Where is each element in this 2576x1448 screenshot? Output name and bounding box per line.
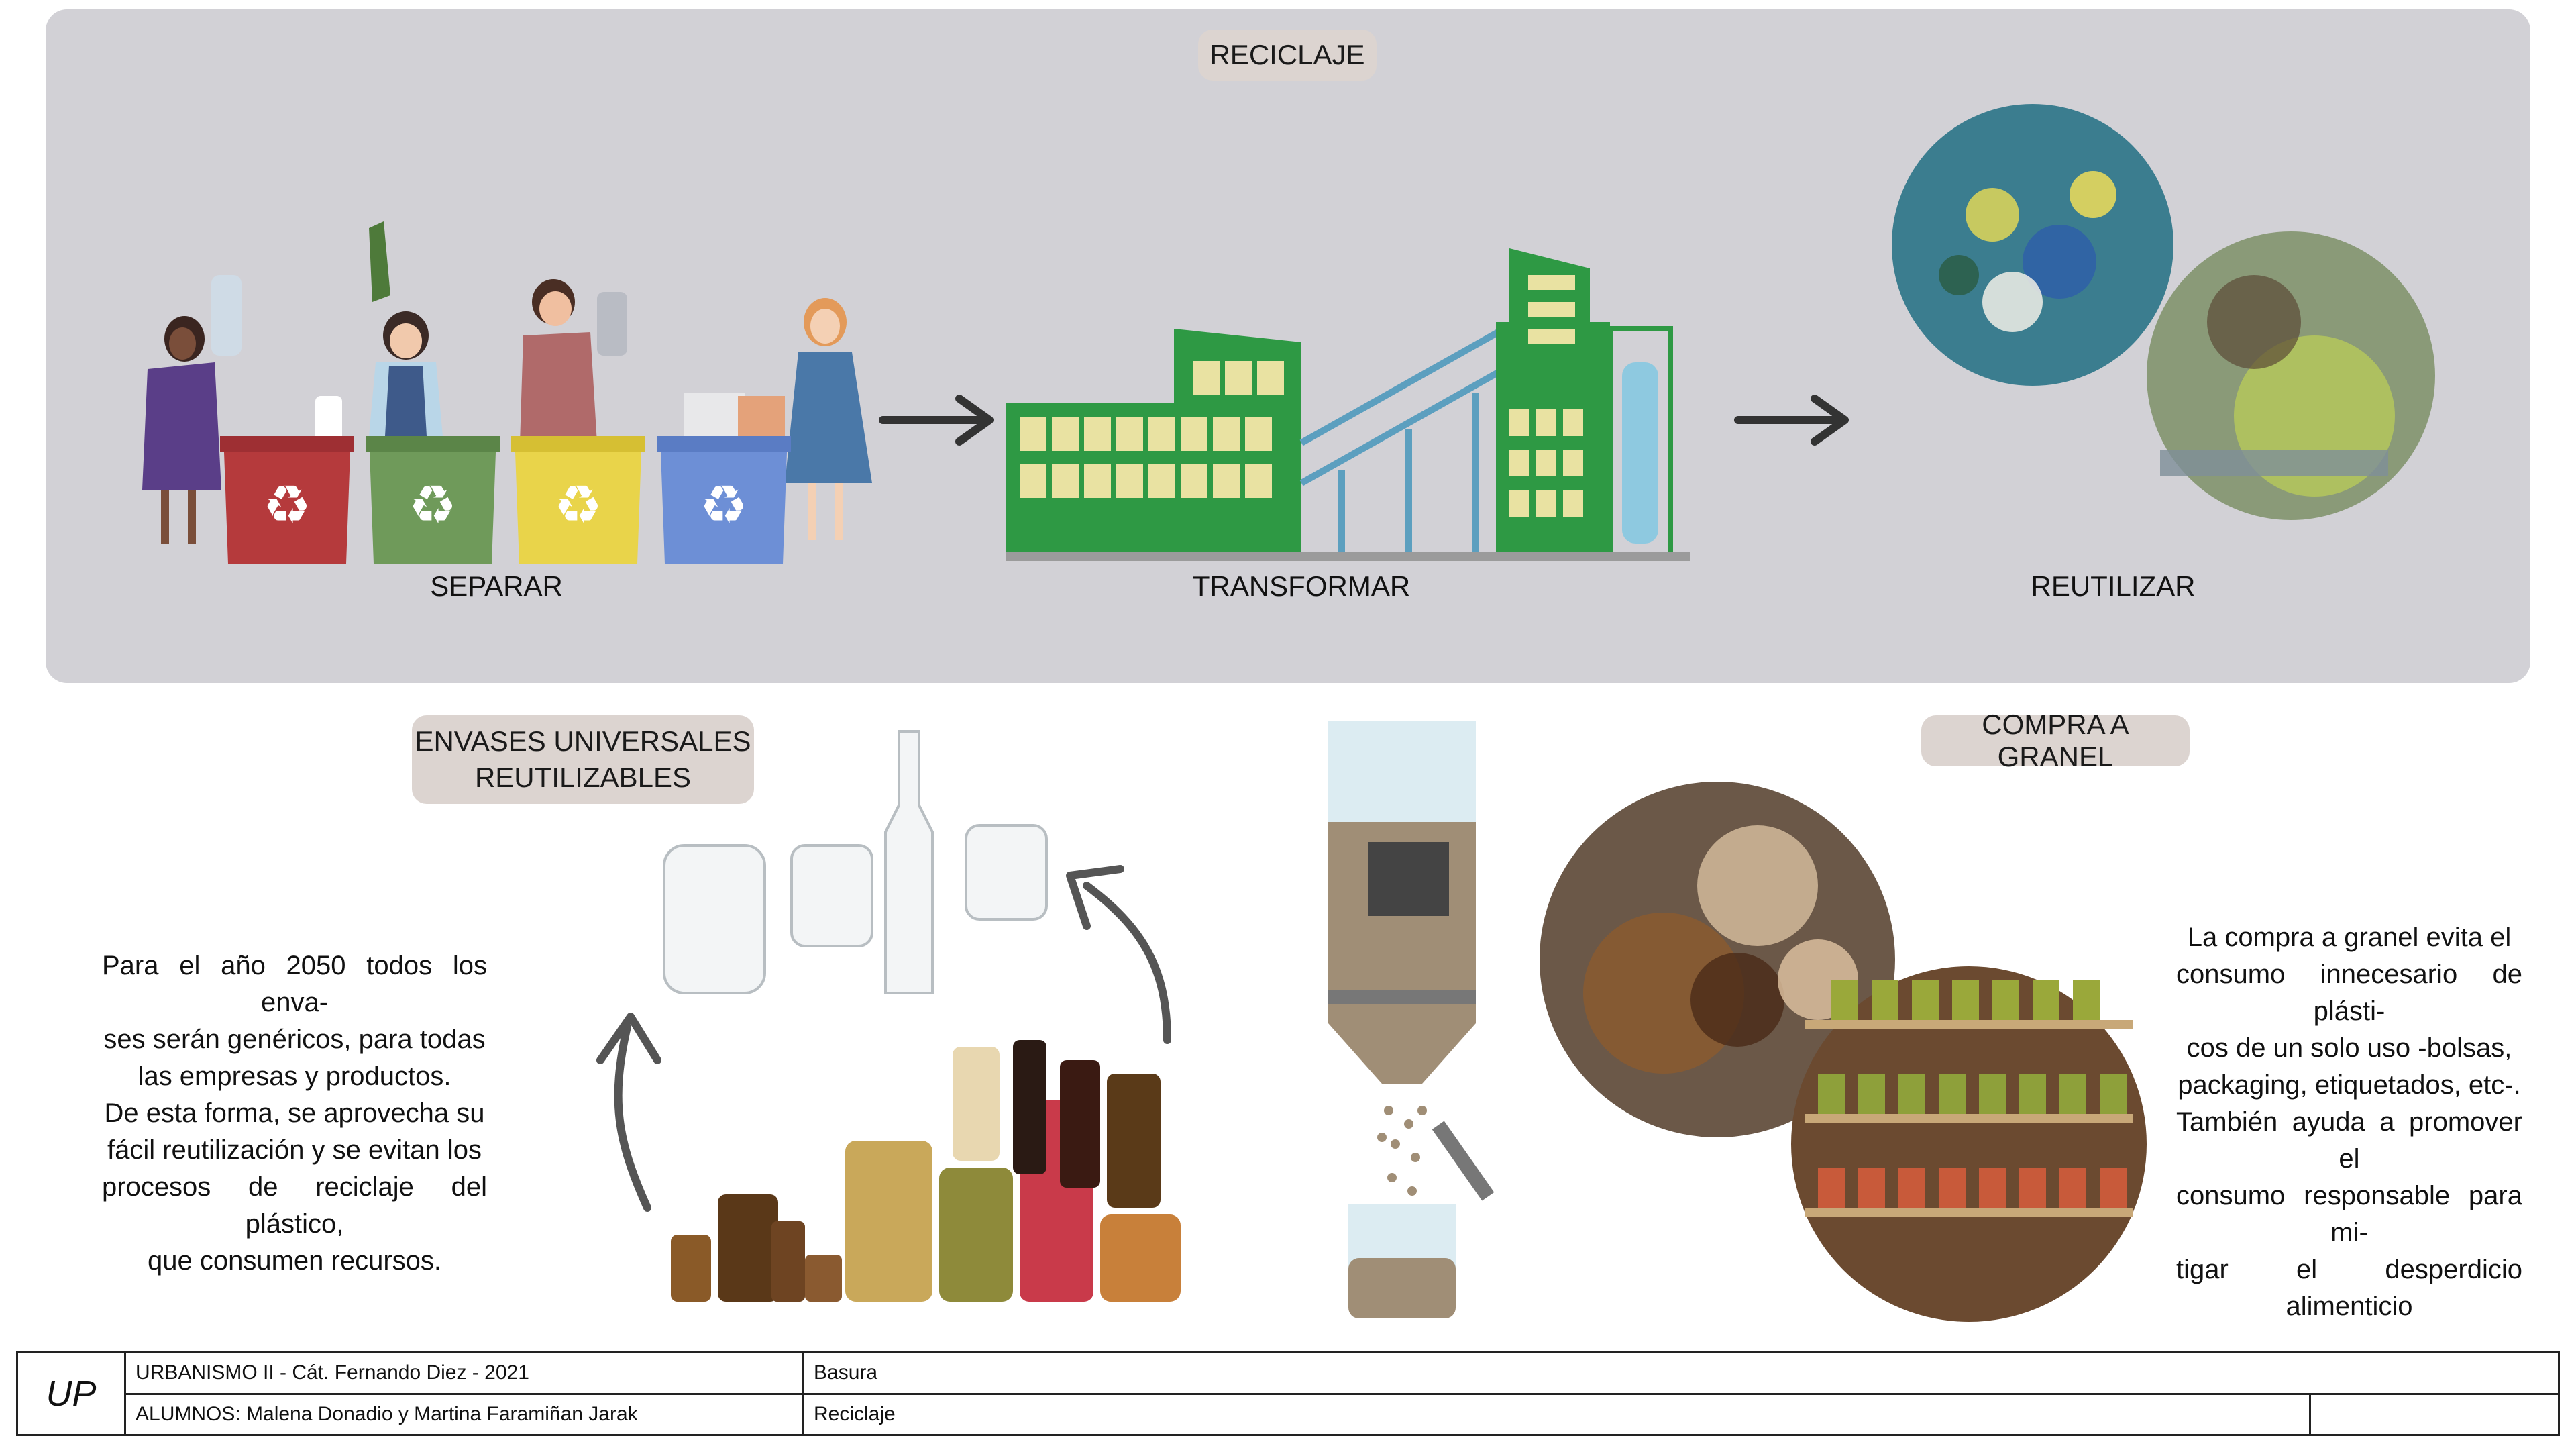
separar-illustration: ♻ ♻ ♻ ♻ xyxy=(142,221,872,564)
envases-text-line: De esta forma, se aprovecha su xyxy=(104,1098,485,1128)
step-reutilizar: REUTILIZAR xyxy=(2031,570,2196,602)
bottle-shape xyxy=(315,396,342,443)
filled-jars xyxy=(671,1040,1181,1302)
paper-shape xyxy=(738,396,785,439)
svg-text:♻: ♻ xyxy=(263,474,311,536)
envases-text: Para el año 2050 todos los enva- ses ser… xyxy=(102,947,487,1280)
granel-text-line: consumo innecesario de plásti- xyxy=(2176,960,2522,1026)
envases-text-line: fácil reutilización y se evitan los xyxy=(107,1135,482,1165)
arrowhead-icon xyxy=(1066,865,1124,930)
envases-text-line: procesos de reciclaje del plástico, xyxy=(102,1172,487,1239)
bin-red: ♻ xyxy=(220,436,354,564)
course-cell: URBANISMO II - Cát. Fernando Diez - 2021 xyxy=(124,1351,804,1395)
granel-text-line: packaging, etiquetados, etc-. xyxy=(2178,1070,2521,1100)
bin-green: ♻ xyxy=(366,436,500,564)
person-3 xyxy=(520,279,627,443)
granel-text-line: También ayuda a promover el xyxy=(2176,1107,2522,1174)
bin-yellow: ♻ xyxy=(511,436,645,564)
granel-text-line: cos de un solo uso -bolsas, xyxy=(2186,1033,2512,1063)
logo: UP xyxy=(16,1351,126,1436)
granel-text-line: tigar el desperdicio alimenticio xyxy=(2176,1255,2522,1321)
jars-cycle-illustration xyxy=(596,730,1181,1302)
factory-illustration xyxy=(1006,248,1690,561)
reutilizar-photos xyxy=(1892,104,2435,520)
recycling-title: RECICLAJE xyxy=(1198,30,1377,81)
granel-photos xyxy=(1540,782,2147,1322)
title-block: UP URBANISMO II - Cát. Fernando Diez - 2… xyxy=(16,1351,2560,1436)
svg-text:♻: ♻ xyxy=(554,474,602,536)
bottle-shape xyxy=(211,275,241,356)
bulk-dispenser-illustration xyxy=(1328,721,1495,1318)
factory-building xyxy=(1006,329,1301,557)
plastic-flakes-photo xyxy=(2147,231,2435,520)
ground-line xyxy=(1006,552,1690,561)
envases-title-line1: ENVASES UNIVERSALES xyxy=(415,725,751,757)
granel-text-line: La compra a granel evita el xyxy=(2187,923,2512,952)
envases-title-line2: REUTILIZABLES xyxy=(474,762,692,793)
paper-shape xyxy=(684,393,745,443)
svg-text:♻: ♻ xyxy=(409,474,457,536)
plastic-pellets-photo xyxy=(1892,104,2174,386)
recycling-title-text: RECICLAJE xyxy=(1210,39,1365,70)
bulk-scoop-photo xyxy=(1540,782,1895,1137)
subtopic-cell: Reciclaje xyxy=(802,1392,2311,1436)
envases-text-line: ses serán genéricos, para todas xyxy=(103,1025,486,1054)
envases-text-line: que consumen recursos. xyxy=(147,1246,441,1276)
topic-cell: Basura xyxy=(802,1351,2560,1395)
step-transformar: TRANSFORMAR xyxy=(1192,570,1411,602)
students-cell: ALUMNOS: Malena Donadio y Martina Farami… xyxy=(124,1392,804,1436)
arrow-right-icon xyxy=(879,395,994,446)
person-2 xyxy=(369,221,443,436)
granel-text: La compra a granel evita el consumo inne… xyxy=(2176,919,2522,1325)
envases-text-line: Para el año 2050 todos los enva- xyxy=(102,951,487,1017)
granel-text-line: consumo responsable para mi- xyxy=(2176,1181,2522,1247)
conveyor xyxy=(1299,319,1518,557)
pantry-shelves-photo xyxy=(1791,966,2147,1322)
arrow-right-icon xyxy=(1734,395,1849,446)
person-1 xyxy=(142,316,221,544)
empty-cell xyxy=(2309,1392,2560,1436)
bin-blue: ♻ xyxy=(657,436,791,564)
envases-title: ENVASES UNIVERSALES REUTILIZABLES xyxy=(412,715,754,804)
factory-tower xyxy=(1496,248,1610,557)
empty-jars xyxy=(663,730,1048,994)
cycle-arrow-icon xyxy=(1083,882,1171,1044)
person-4 xyxy=(785,298,872,540)
arrowhead-icon xyxy=(596,1013,661,1064)
granel-title-text: COMPRA A GRANEL xyxy=(1982,709,2129,772)
cycle-arrow-icon xyxy=(614,1023,651,1212)
svg-text:♻: ♻ xyxy=(700,474,748,536)
envases-text-line: las empresas y productos. xyxy=(138,1062,451,1091)
step-separar: SEPARAR xyxy=(430,570,563,602)
silo xyxy=(1607,326,1673,560)
granel-title: COMPRA A GRANEL xyxy=(1921,709,2190,772)
